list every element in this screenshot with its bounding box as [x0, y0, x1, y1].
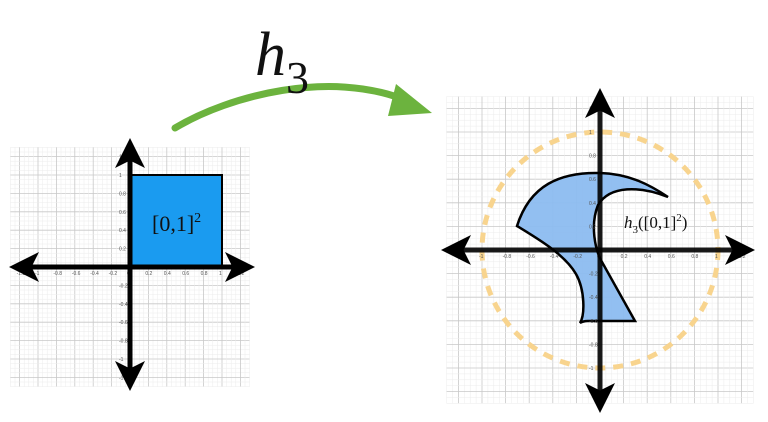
y-tick-label: 1	[119, 173, 122, 179]
y-tick-label: 0.6	[589, 177, 596, 183]
y-tick-label: 1.2	[119, 155, 126, 161]
y-tick-label: -0.2	[119, 283, 128, 289]
map-label: h3	[255, 21, 309, 103]
left-plot: -1.2-1-0.8-0.6-0.4-0.200.20.40.60.811.2-…	[8, 138, 255, 391]
x-tick-label: 1	[715, 254, 718, 260]
y-tick-label: -0.8	[589, 342, 598, 348]
map-arrow: h3	[171, 21, 432, 132]
y-tick-label: -0.4	[119, 302, 128, 308]
x-tick-label: 0.8	[691, 254, 698, 260]
y-tick-label: 0.8	[119, 191, 126, 197]
y-tick-label: 0.6	[119, 210, 126, 216]
x-tick-label: 1	[219, 271, 222, 277]
x-tick-label: -0.2	[109, 271, 118, 277]
y-tick-label: -0.2	[589, 272, 598, 278]
y-tick-label: -1	[119, 357, 124, 363]
unit-square	[129, 174, 223, 268]
y-tick-label: 0.8	[589, 154, 596, 160]
x-tick-label: -0.4	[550, 254, 559, 260]
y-tick-label: 0.2	[119, 247, 126, 253]
x-tick-label: -1.2	[17, 271, 26, 277]
x-tick-label: -0.4	[90, 271, 99, 277]
y-tick-label: -0.6	[119, 320, 128, 326]
x-tick-label: 1.2	[739, 254, 746, 260]
x-tick-label: 0.4	[164, 271, 171, 277]
x-tick-label: -0.8	[53, 271, 62, 277]
x-tick-label: 0.2	[621, 254, 628, 260]
y-tick-label: 1	[589, 130, 592, 136]
x-tick-label: 1.2	[237, 271, 244, 277]
y-tick-label: 0.2	[589, 224, 596, 230]
x-tick-label: -1	[479, 254, 484, 260]
y-tick-label: -1	[589, 366, 594, 372]
x-tick-label: 0.6	[668, 254, 675, 260]
x-tick-label: 0.8	[201, 271, 208, 277]
x-tick-label: 0.2	[145, 271, 152, 277]
y-tick-label: -1.2	[119, 375, 128, 381]
x-tick-label: -1	[35, 271, 40, 277]
y-tick-label: -0.4	[589, 295, 598, 301]
y-tick-label: -1.2	[589, 390, 598, 396]
y-tick-label: -0.8	[119, 339, 128, 345]
x-tick-label: -0.8	[503, 254, 512, 260]
y-tick-label: 1.2	[589, 106, 596, 112]
y-tick-label: 0.4	[119, 228, 126, 234]
square-label: [0,1]2	[152, 211, 201, 236]
x-tick-label: -0.6	[72, 271, 81, 277]
x-tick-label: 0.4	[644, 254, 651, 260]
y-tick-label: -0.6	[589, 319, 598, 325]
x-tick-label: 0.6	[182, 271, 189, 277]
image-label: h3([0,1]2)	[624, 212, 687, 236]
y-tick-label: 0.4	[589, 201, 596, 207]
x-tick-label: -0.6	[526, 254, 535, 260]
x-tick-label: -0.2	[573, 254, 582, 260]
right-plot: -1.2-1-0.8-0.6-0.4-0.200.20.40.60.811.2-…	[441, 88, 755, 413]
x-tick-label: -1.2	[455, 254, 464, 260]
